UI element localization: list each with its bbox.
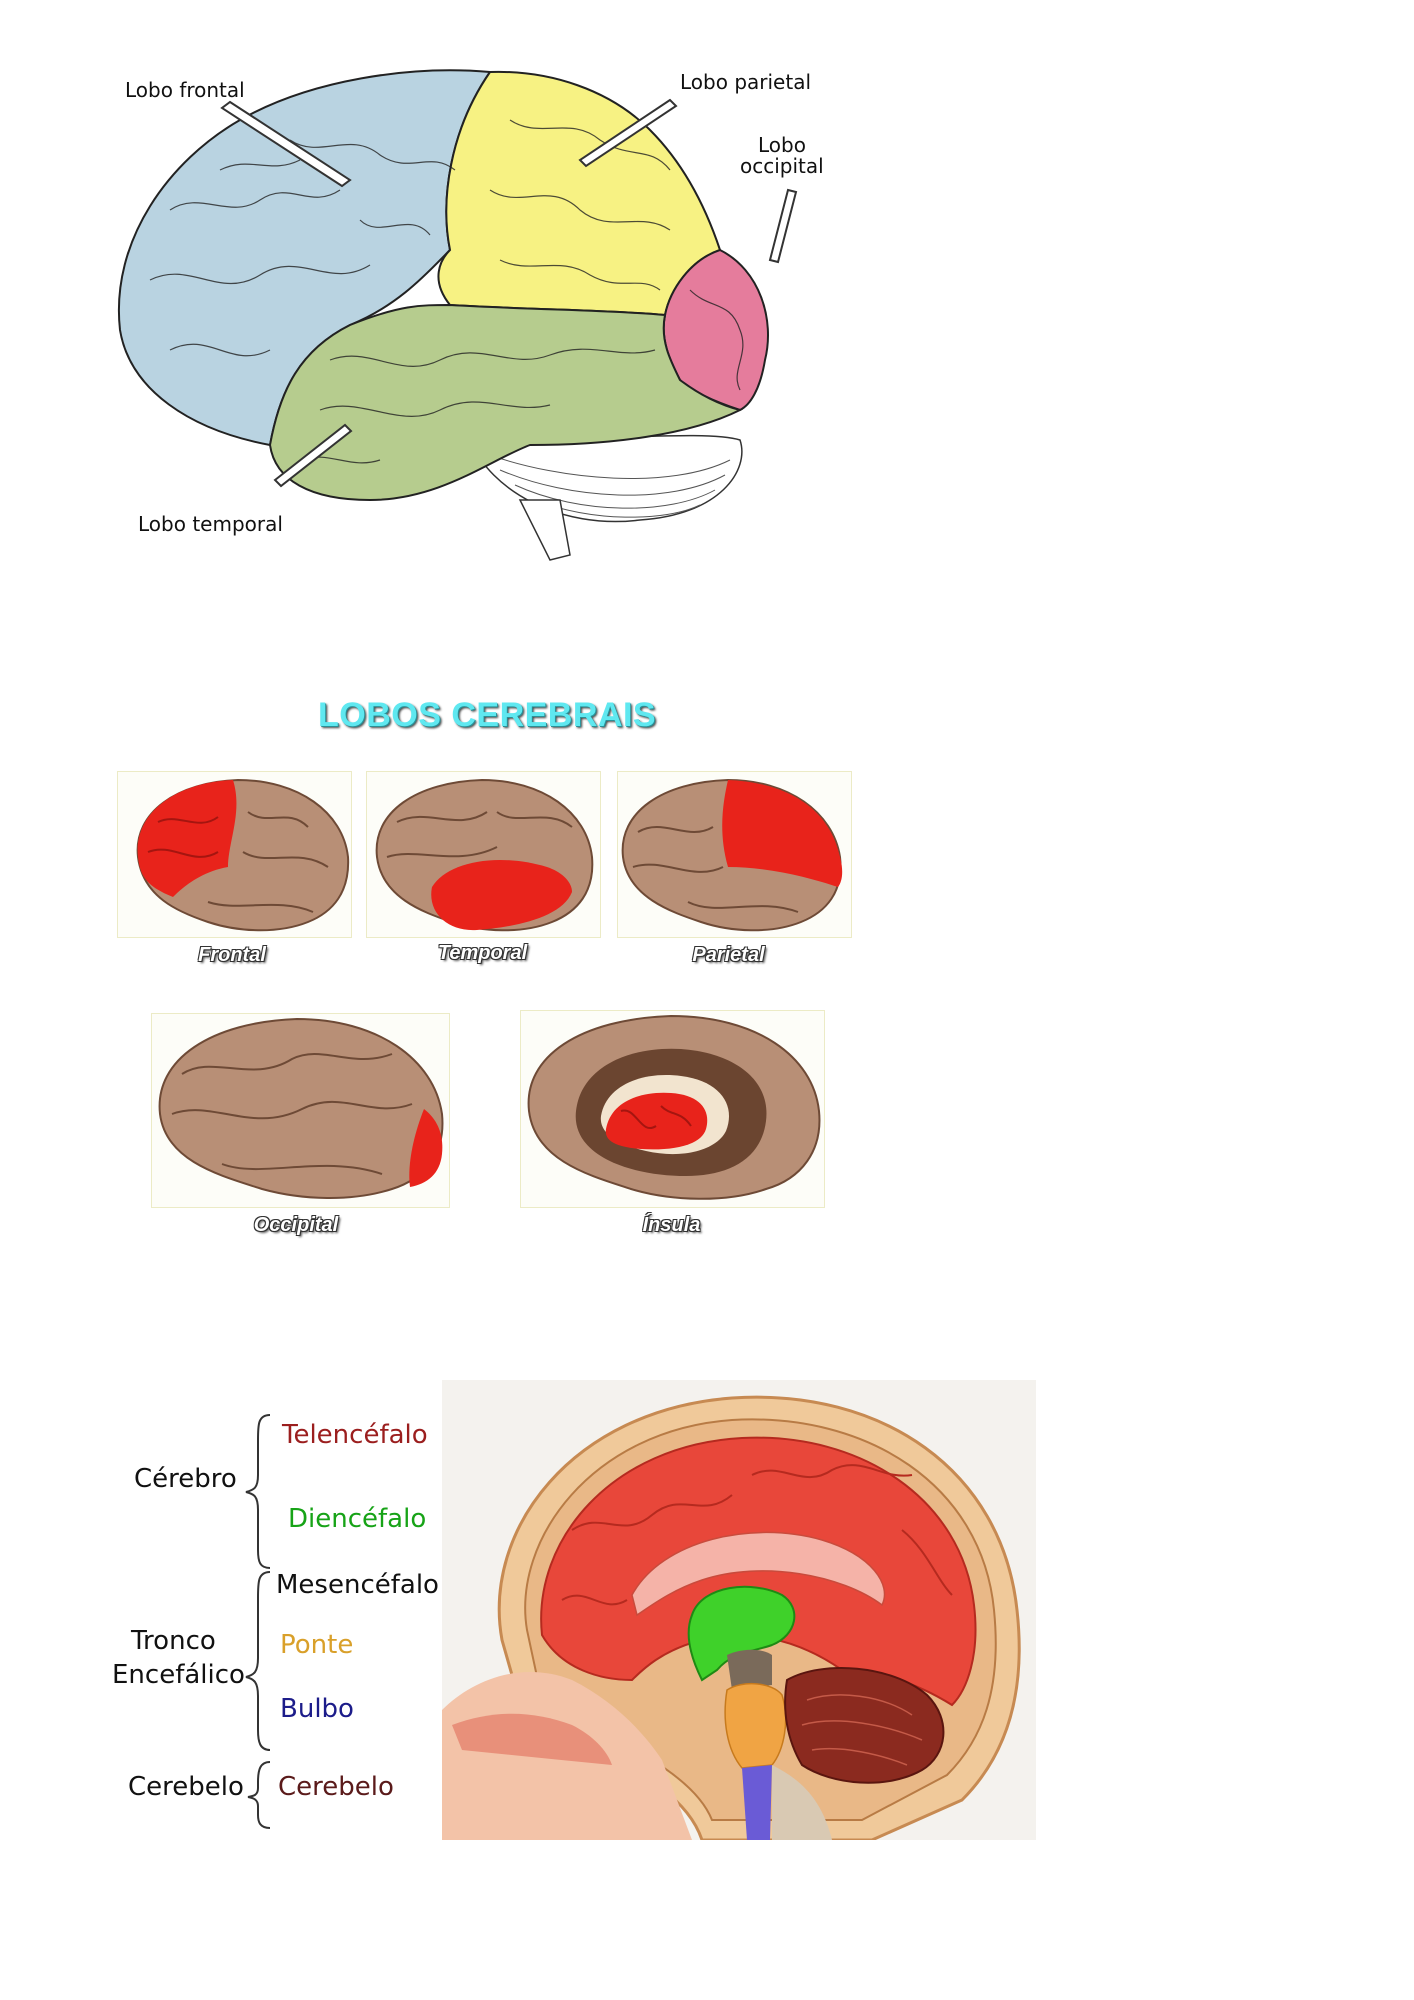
label-lobo-occipital-line2: occipital	[740, 154, 824, 178]
label-lobo-frontal: Lobo frontal	[125, 78, 245, 102]
thumb-parietal	[617, 771, 852, 938]
part-telencefalo: Telencéfalo	[282, 1420, 428, 1450]
bulbo-region	[742, 1765, 772, 1840]
part-cerebelo: Cerebelo	[278, 1772, 394, 1802]
caption-occipital: Occipital	[151, 1214, 441, 1237]
caption-insula: Ínsula	[520, 1214, 823, 1237]
lobes-diagram	[110, 60, 830, 570]
group-tronco-line1: Tronco	[131, 1626, 216, 1656]
brain-occipital-highlight	[152, 1014, 449, 1207]
brain-temporal-highlight	[367, 772, 600, 937]
part-diencefalo: Diencéfalo	[288, 1504, 426, 1534]
division-braces	[240, 1410, 300, 1830]
part-ponte: Ponte	[280, 1630, 353, 1660]
thumb-temporal	[366, 771, 601, 938]
label-lobo-temporal: Lobo temporal	[138, 512, 283, 536]
thumb-insula	[520, 1010, 825, 1208]
brain-insula-highlight	[521, 1011, 824, 1207]
sagittal-brain-illustration	[442, 1380, 1036, 1840]
brain-parietal-highlight	[618, 772, 851, 937]
group-cerebelo: Cerebelo	[128, 1772, 244, 1802]
lobos-cerebrais-title: LOBOS CEREBRAIS	[318, 696, 656, 735]
lateral-brain-illustration	[110, 60, 830, 570]
brain-frontal-highlight	[118, 772, 351, 937]
caption-temporal: Temporal	[366, 942, 599, 965]
group-cerebro: Cérebro	[134, 1464, 237, 1494]
label-lobo-parietal: Lobo parietal	[680, 70, 811, 94]
caption-parietal: Parietal	[612, 944, 845, 967]
ponte-region	[725, 1684, 786, 1768]
parietal-lobe-region	[438, 72, 720, 315]
caption-frontal: Frontal	[117, 944, 347, 967]
thumb-occipital	[151, 1013, 450, 1208]
sagittal-brain-section	[442, 1380, 1036, 1840]
thumb-frontal	[117, 771, 352, 938]
part-mesencefalo: Mesencéfalo	[276, 1570, 439, 1600]
group-tronco-line2: Encefálico	[112, 1660, 245, 1690]
part-bulbo: Bulbo	[280, 1694, 354, 1724]
